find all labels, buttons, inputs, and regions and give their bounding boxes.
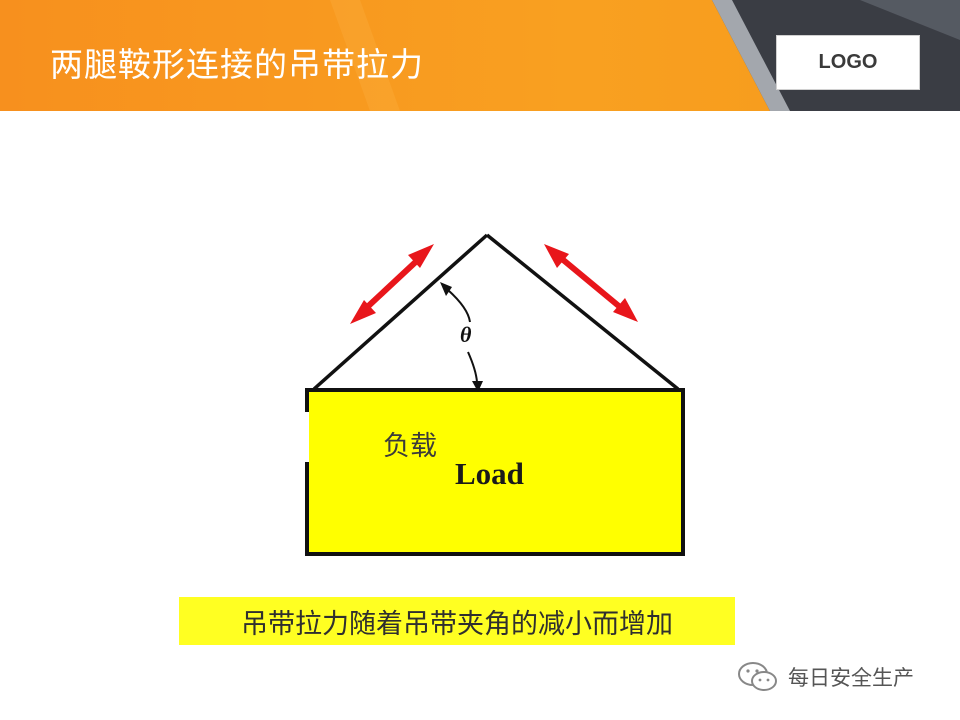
logo: LOGO [776,35,920,90]
load-box-notch [300,412,309,462]
sling-leg-left [312,233,489,391]
caption-banner: 吊带拉力随着吊带夹角的减小而增加 [179,597,735,645]
watermark-text: 每日安全生产 [788,666,914,690]
slide-header: 两腿鞍形连接的吊带拉力 LOGO [0,0,960,111]
load-box [305,388,685,556]
load-label-cn: 负载 [383,431,437,462]
watermark: 每日安全生产 [736,660,914,694]
angle-theta-label: θ [460,322,472,347]
sling-leg-right [485,233,680,391]
tension-arrow-left [350,244,434,324]
angle-arrowhead-lower [472,381,483,392]
wechat-icon [738,662,777,691]
angle-arrowhead-upper [440,282,452,296]
angle-arc-lower [467,351,478,383]
angle-arc-upper [447,289,471,323]
load-label-en: Load [455,456,524,491]
slide-title: 两腿鞍形连接的吊带拉力 [50,45,424,84]
tension-arrow-right [544,244,638,322]
